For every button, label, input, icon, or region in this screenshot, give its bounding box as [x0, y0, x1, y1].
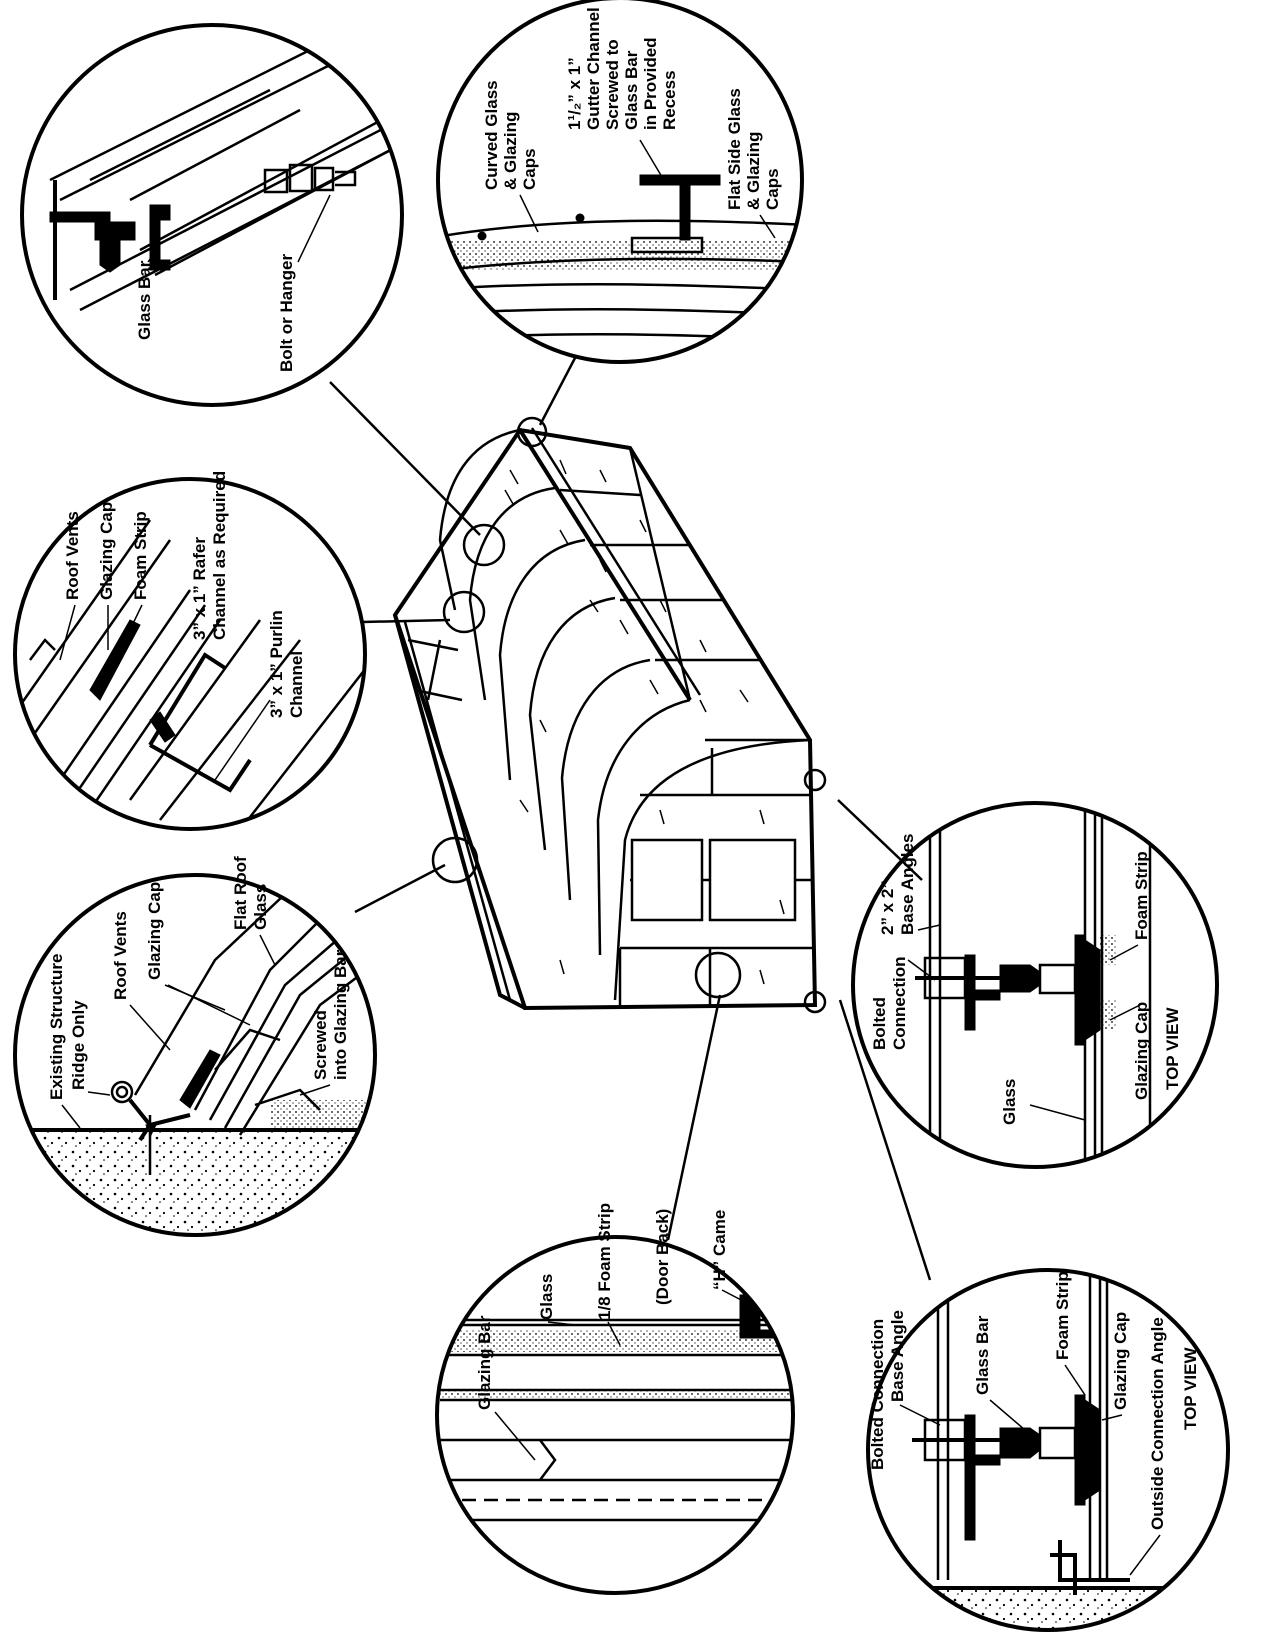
label-gutter-1: 1¹/₂” x 1”	[565, 57, 584, 130]
label-gutter-2: Gutter Channel	[584, 7, 603, 130]
label-base-angle: Base Angle	[888, 1310, 907, 1402]
label-h-came: “H” Came	[710, 1210, 729, 1290]
label-base-angles-1: 2” x 2”	[878, 880, 897, 935]
label-purlin-2: Channel	[287, 651, 306, 718]
label-flat-roof-1: Flat Roof	[231, 856, 250, 930]
detail-glass-bar-hanger: Glass Bar Bolt or Hanger	[20, 23, 404, 407]
label-glass-bar-br: Glass Bar	[973, 1315, 992, 1395]
label-gutter-4: Glass Bar	[622, 50, 641, 130]
label-gutter-5: in Provided	[641, 37, 660, 130]
label-foam-strip-bc: 1/8 Foam Strip	[595, 1203, 614, 1320]
label-screwed-2: into Glazing Bar	[331, 949, 350, 1080]
label-flat-side-3: Caps	[763, 168, 782, 210]
label-glazing-cap-ll: Glazing Cap	[145, 882, 164, 980]
label-gutter-3: Screwed to	[603, 39, 622, 130]
label-bolted-connection: Bolted Connection	[868, 1319, 887, 1470]
label-bolted-1: Bolted	[870, 997, 889, 1050]
leader-lines	[329, 357, 932, 1281]
label-rafter-1: 3” x 1” Rafer	[190, 537, 209, 640]
label-bolted-2: Connection	[890, 957, 909, 1051]
label-top-view-mr: TOP VIEW	[1163, 1007, 1182, 1090]
label-curved-glass-3: Caps	[520, 148, 539, 190]
label-flat-side-2: & Glazing	[744, 132, 763, 210]
label-curved-glass-1: Curved Glass	[482, 80, 501, 190]
label-glass-bc: Glass	[537, 1274, 556, 1320]
label-glazing-cap: Glazing Cap	[97, 502, 116, 600]
label-gutter-6: Recess	[660, 70, 679, 130]
detail-door-h-came: Glazing Bar Glass 1/8 Foam Strip (Door B…	[435, 1203, 795, 1595]
label-glass-mr: Glass	[1000, 1079, 1019, 1125]
label-curved-glass-2: & Glazing	[501, 112, 520, 190]
label-glazing-bar-bc: Glazing Bar	[475, 1315, 494, 1410]
label-roof-vents-ll: Roof Vents	[111, 911, 130, 1000]
label-ridge-only: Ridge Only	[69, 1000, 88, 1090]
label-glazing-cap-mr: Glazing Cap	[1132, 1002, 1151, 1100]
detail-existing-structure: Existing Structure Ridge Only Roof Vents…	[13, 856, 377, 1237]
label-roof-vents: Roof Vents	[63, 511, 82, 600]
label-existing-structure: Existing Structure	[47, 954, 66, 1100]
detail-curved-glass: Curved Glass & Glazing Caps 1¹/₂” x 1” G…	[436, 0, 804, 364]
label-foam-strip-mr: Foam Strip	[1132, 851, 1151, 940]
label-outside-connection: Outside Connection Angle	[1148, 1317, 1167, 1530]
label-glass-bar: Glass Bar	[135, 260, 154, 340]
label-glazing-cap-br: Glazing Cap	[1111, 1312, 1130, 1410]
label-foam-strip: Foam Strip	[131, 511, 150, 600]
label-rafter-2: Channel as Required	[210, 471, 229, 640]
detail-rafter-purlin: Roof Vents Glazing Cap Foam Strip 3” x 1…	[13, 471, 367, 831]
label-top-view-br: TOP VIEW	[1181, 1347, 1200, 1430]
label-flat-side-1: Flat Side Glass	[725, 88, 744, 210]
label-bolt-or-hanger: Bolt or Hanger	[277, 254, 296, 372]
greenhouse-view	[392, 416, 827, 1014]
label-screwed-1: Screwed	[311, 1010, 330, 1080]
detail-outside-connection-top-view: Bolted Connection Base Angle Glass Bar F…	[866, 1268, 1230, 1632]
label-foam-strip-br: Foam Strip	[1053, 1271, 1072, 1360]
label-flat-roof-2: Glass	[251, 884, 270, 930]
detail-base-angles-top-view: Bolted Connection 2” x 2” Base Angles Fo…	[851, 801, 1219, 1169]
label-door-back: (Door Back)	[653, 1209, 672, 1305]
label-purlin-1: 3” x 1” Purlin	[267, 610, 286, 718]
label-base-angles-2: Base Angles	[898, 834, 917, 935]
